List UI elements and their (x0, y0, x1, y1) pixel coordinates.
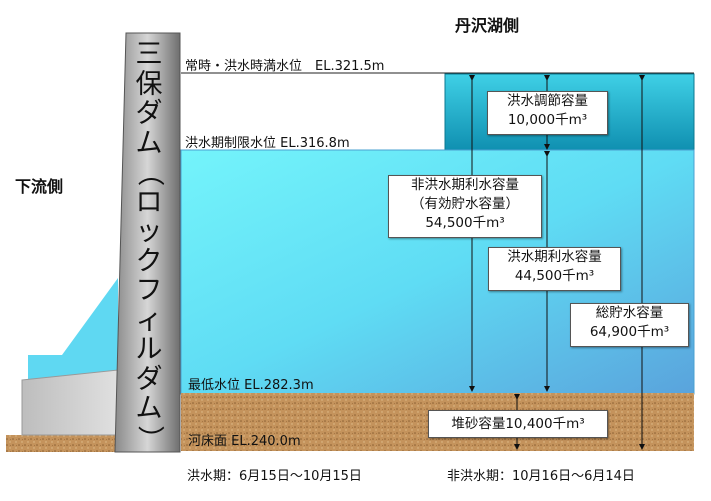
full-water-level-label: 常時・洪水時満水位 EL.321.5m (185, 59, 385, 74)
flood-control-capacity-box: 洪水調節容量 10,000千m³ (487, 91, 608, 135)
dam-name-char: ） (133, 424, 165, 452)
dam-name-char: ル (135, 334, 163, 365)
dam-name: 三 保 ダ ム （ ロ ッ ク フ ィ ル ダ ム ） (126, 40, 172, 453)
minimum-level-label: 最低水位 EL.282.3m (188, 378, 314, 393)
flood-utility-capacity-box: 洪水期利水容量 44,500千m³ (488, 247, 621, 291)
downstream-water (28, 278, 118, 385)
non-flood-utility-capacity-box: 非洪水期利水容量 （有効貯水容量） 54,500千m³ (388, 175, 542, 238)
non-flood-period: 非洪水期：10月16日～6月14日 (447, 469, 635, 484)
downstream-riverbed (6, 435, 120, 452)
dam-name-char: ロ (135, 186, 163, 218)
capacity-value: 10,000千m³ (507, 112, 588, 128)
capacity-label: 非洪水期利水容量 (411, 177, 519, 193)
dam-name-char: ム (135, 393, 163, 424)
capacity-value: 54,500千m³ (425, 215, 505, 231)
dam-name-char: ッ (135, 216, 163, 247)
dam-name-char: ィ (135, 304, 163, 336)
capacity-value: 44,500千m³ (514, 268, 595, 284)
flood-period: 洪水期：6月15日～10月15日 (187, 469, 362, 484)
capacity-sublabel: （有効貯水容量） (411, 196, 519, 212)
dam-name-char: ダ (135, 363, 163, 395)
flood-limit-level-label: 洪水期制限水位 EL.316.8m (185, 136, 350, 151)
downstream-apron (21, 369, 119, 436)
sediment-capacity-box: 堆砂容量10,400千m³ (428, 410, 608, 438)
capacity-label: 総貯水容量 (595, 305, 664, 321)
capacity-label: 洪水期利水容量 (507, 249, 602, 265)
dam-name-char: ム (135, 127, 163, 159)
total-capacity-box: 総貯水容量 64,900千m³ (570, 303, 689, 347)
dam-name-char: ダ (135, 98, 163, 129)
dam-name-char: （ (133, 159, 165, 187)
capacity-label: 洪水調節容量 (507, 93, 588, 109)
capacity-label: 堆砂容量10,400千m³ (451, 416, 585, 432)
dam-name-char: フ (135, 275, 163, 306)
capacity-value: 64,900千m³ (589, 324, 670, 340)
upstream-title: 丹沢湖側 (455, 16, 520, 35)
dam-body (114, 32, 181, 453)
dam-name-char: 保 (135, 68, 163, 100)
riverbed-level-label: 河床面 EL.240.0m (188, 434, 301, 449)
downstream-label: 下流側 (15, 177, 64, 196)
dam-name-char: ク (135, 245, 163, 277)
dam-name-char: 三 (135, 39, 163, 70)
